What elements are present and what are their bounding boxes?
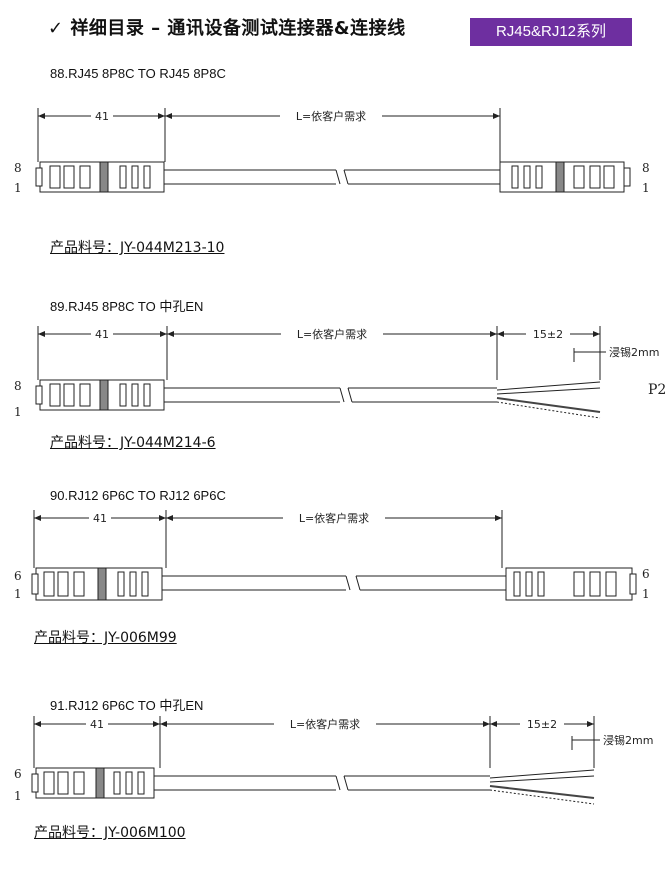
drawing-rj12-to-open: 41 L=依客户需求 15±2 浸锡2mm 6 1 — [14, 716, 653, 805]
pin-label-bottom-right: 1 — [642, 587, 650, 601]
series-badge: RJ45&RJ12系列 — [470, 18, 632, 46]
dimension-strip: 15±2 — [527, 718, 557, 731]
part-number-88: 产品料号：JY-044M213-10 — [50, 240, 225, 256]
dimension-connector: 41 — [90, 718, 104, 731]
pin-label-top-right: 8 — [642, 161, 650, 175]
pin-label-bottom-left: 1 — [14, 789, 22, 803]
pin-label-top-left: 8 — [14, 379, 22, 393]
pin-label-bottom-left: 1 — [14, 181, 22, 195]
tin-label: 浸锡2mm — [603, 733, 653, 747]
part-number-90: 产品料号：JY-006M99 — [34, 630, 177, 646]
part-number-91: 产品料号：JY-006M100 — [34, 825, 186, 841]
pin-label-top-right: 6 — [642, 567, 650, 581]
dimension-strip: 15±2 — [533, 328, 563, 341]
drawing-rj45-to-rj45: 41 L=依客户需求 8 1 8 1 — [14, 108, 650, 195]
dimension-connector: 41 — [95, 110, 109, 123]
section-title-88: 88.RJ45 8P8C TO RJ45 8P8C — [50, 66, 226, 81]
pin-label-top-left: 6 — [14, 569, 22, 583]
pin-label-top-left: 8 — [14, 161, 22, 175]
dimension-length: L=依客户需求 — [299, 511, 369, 525]
section-title-89: 89.RJ45 8P8C TO 中孔EN — [50, 299, 204, 314]
pin-label-top-left: 6 — [14, 767, 22, 781]
pin-label-bottom-right: 1 — [642, 181, 650, 195]
pin-label-bottom-left: 1 — [14, 405, 22, 419]
pin-label-bottom-left: 1 — [14, 587, 22, 601]
dimension-length: L=依客户需求 — [296, 109, 366, 123]
dimension-length: L=依客户需求 — [297, 327, 367, 341]
dimension-length: L=依客户需求 — [290, 717, 360, 731]
section-title-91: 91.RJ12 6P6C TO 中孔EN — [50, 698, 204, 713]
drawing-rj45-to-open: 41 L=依客户需求 15±2 浸锡2mm P2 8 1 — [14, 326, 666, 419]
page-mark: P2 — [648, 382, 666, 398]
section-title-90: 90.RJ12 6P6C TO RJ12 6P6C — [50, 488, 226, 503]
part-number-89: 产品料号：JY-044M214-6 — [50, 435, 216, 451]
dimension-connector: 41 — [95, 328, 109, 341]
dimension-connector: 41 — [93, 512, 107, 525]
drawing-rj12-to-rj12: 41 L=依客户需求 6 1 6 1 — [14, 510, 650, 601]
page-title: ✓ 祥细目录 – 通讯设备测试连接器&连接线 — [48, 18, 406, 39]
tin-label: 浸锡2mm — [609, 345, 659, 359]
